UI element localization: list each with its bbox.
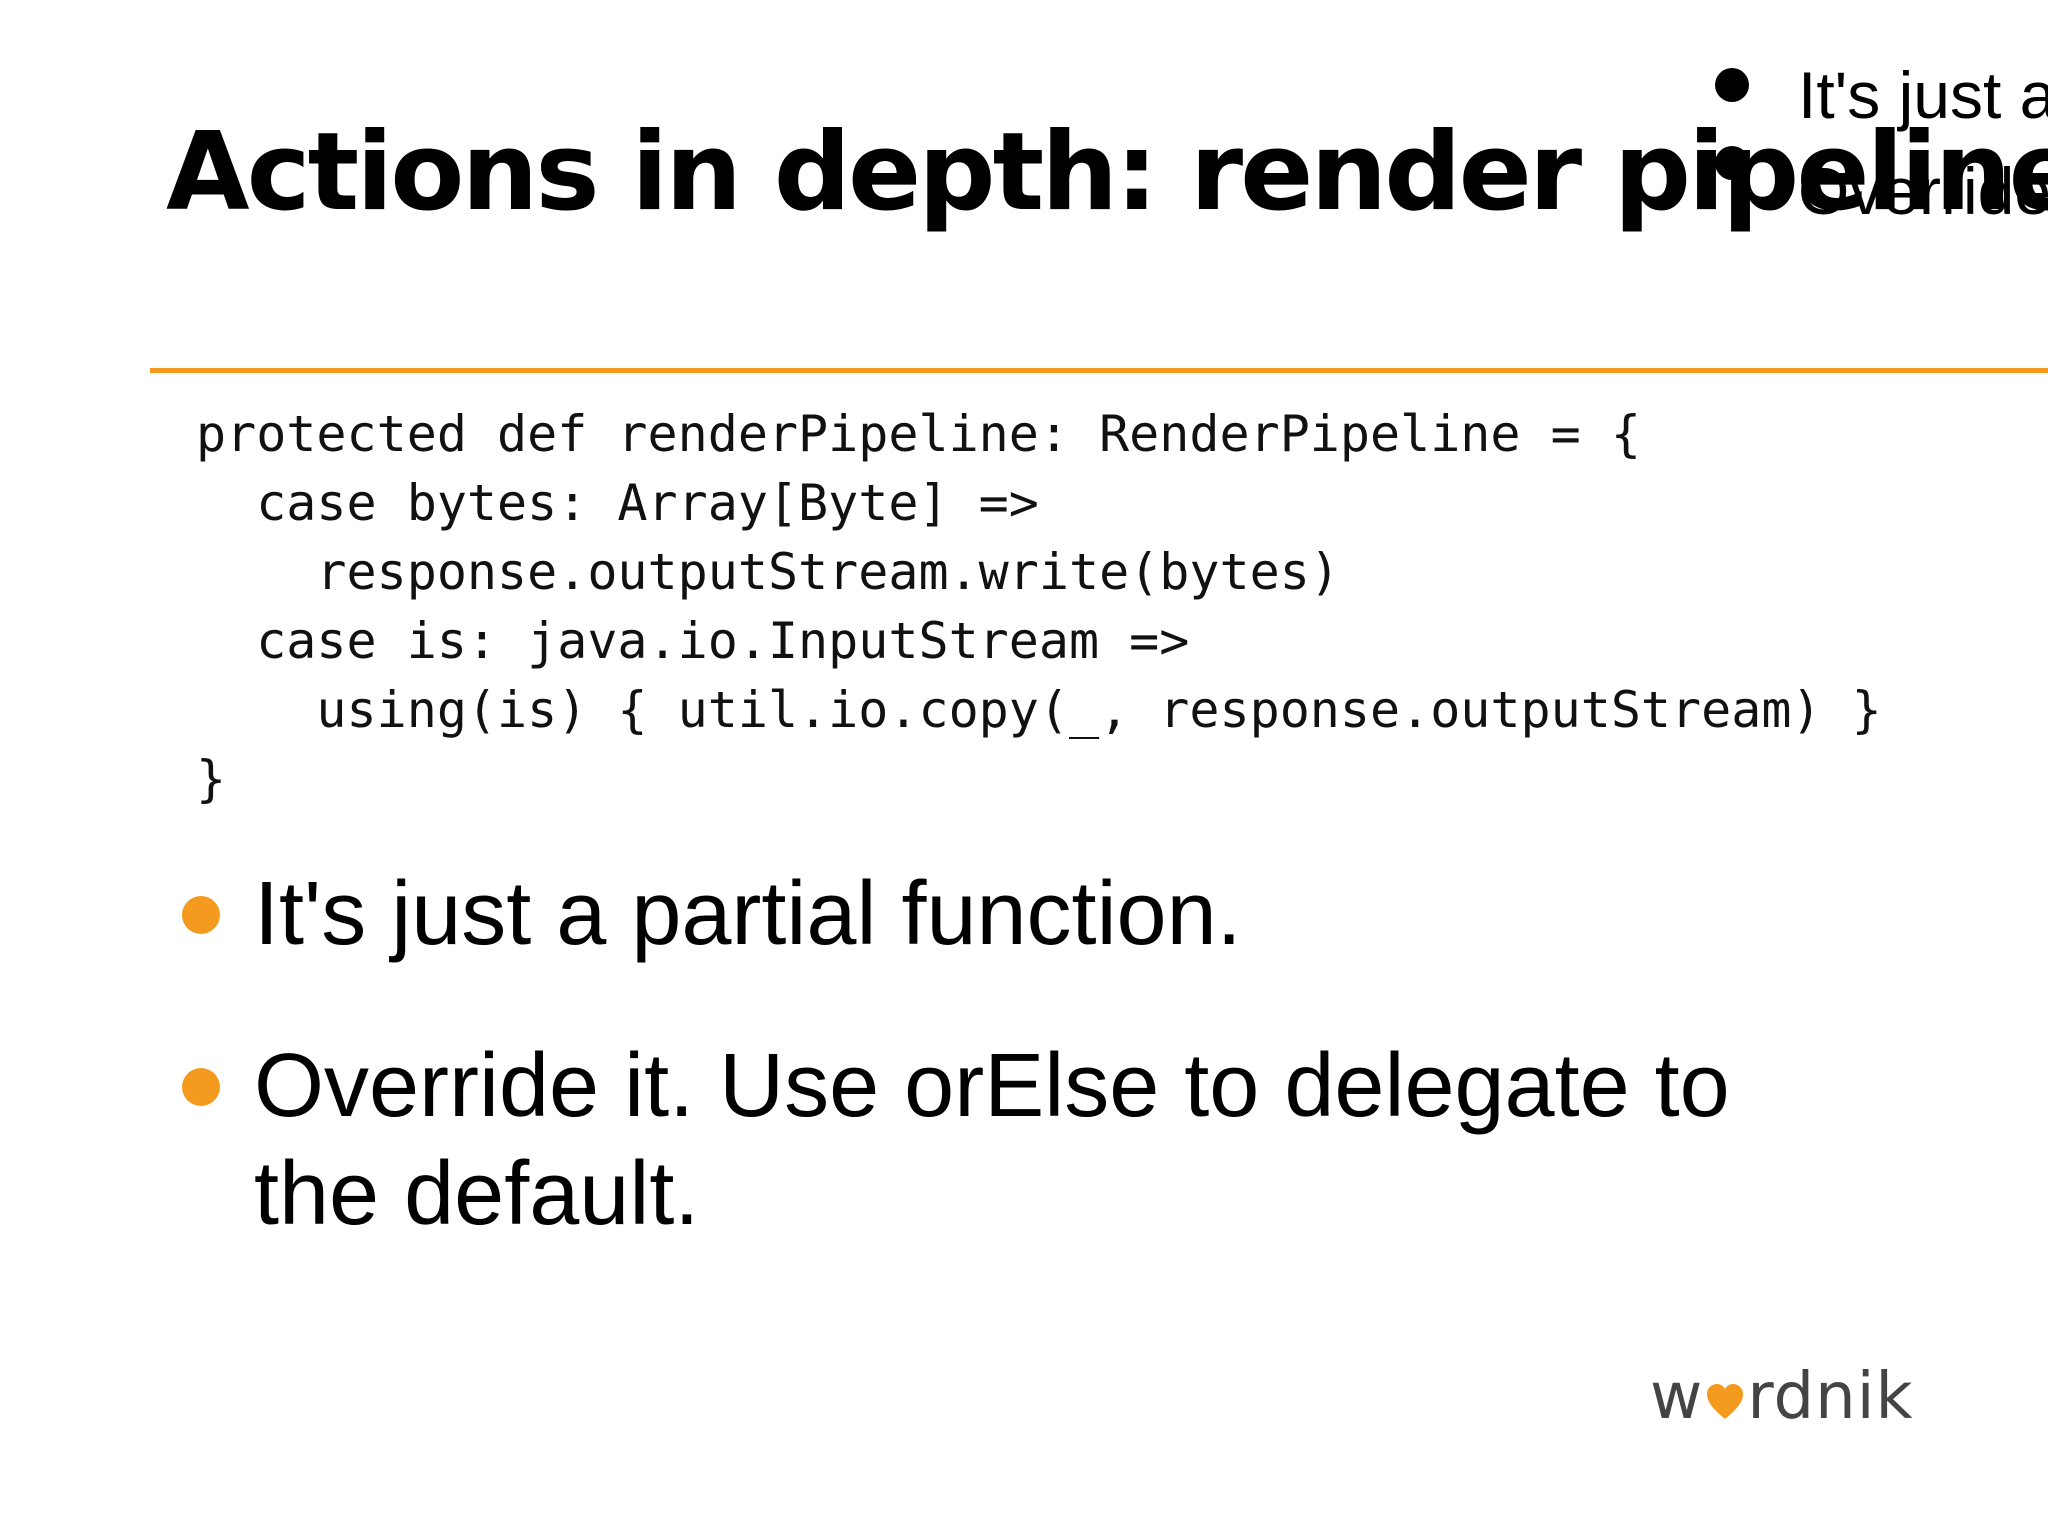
code-line: response.outputStream.write(bytes) (196, 543, 1340, 601)
overlay-item-text: It's just a (1798, 62, 2048, 132)
heart-icon (1705, 1368, 1745, 1432)
bullet-dot-icon (182, 1068, 220, 1106)
bullet-text: Override it. Use orElse to delegate to t… (254, 1036, 1730, 1244)
title-divider (150, 368, 2048, 373)
code-line: case is: java.io.InputStream => (196, 612, 1190, 670)
logo-text-prefix: w (1650, 1360, 1704, 1434)
code-line: } (196, 750, 227, 808)
bullet-text: It's just a partial function. (254, 864, 1242, 964)
bullet-item: Override it. Use orElse to delegate to t… (170, 1032, 1870, 1248)
code-line: protected def renderPipeline: RenderPipe… (196, 405, 1641, 463)
overlay-item-text: Override (1798, 154, 2048, 228)
overlay-bullet-dot (1715, 146, 1749, 180)
overlay-bullet-dot (1715, 68, 1749, 102)
bullet-list: It's just a partial function. Override i… (170, 860, 1870, 1312)
bullet-item: It's just a partial function. (170, 860, 1870, 968)
code-block: protected def renderPipeline: RenderPipe… (196, 400, 1882, 814)
overlay-text-fragment: It's just a Override (1710, 62, 2048, 242)
code-line: case bytes: Array[Byte] => (196, 474, 1039, 532)
code-line: using(is) { util.io.copy(_, response.out… (196, 681, 1882, 739)
bullet-dot-icon (182, 896, 220, 934)
logo-text-suffix: rdnik (1747, 1360, 1914, 1434)
